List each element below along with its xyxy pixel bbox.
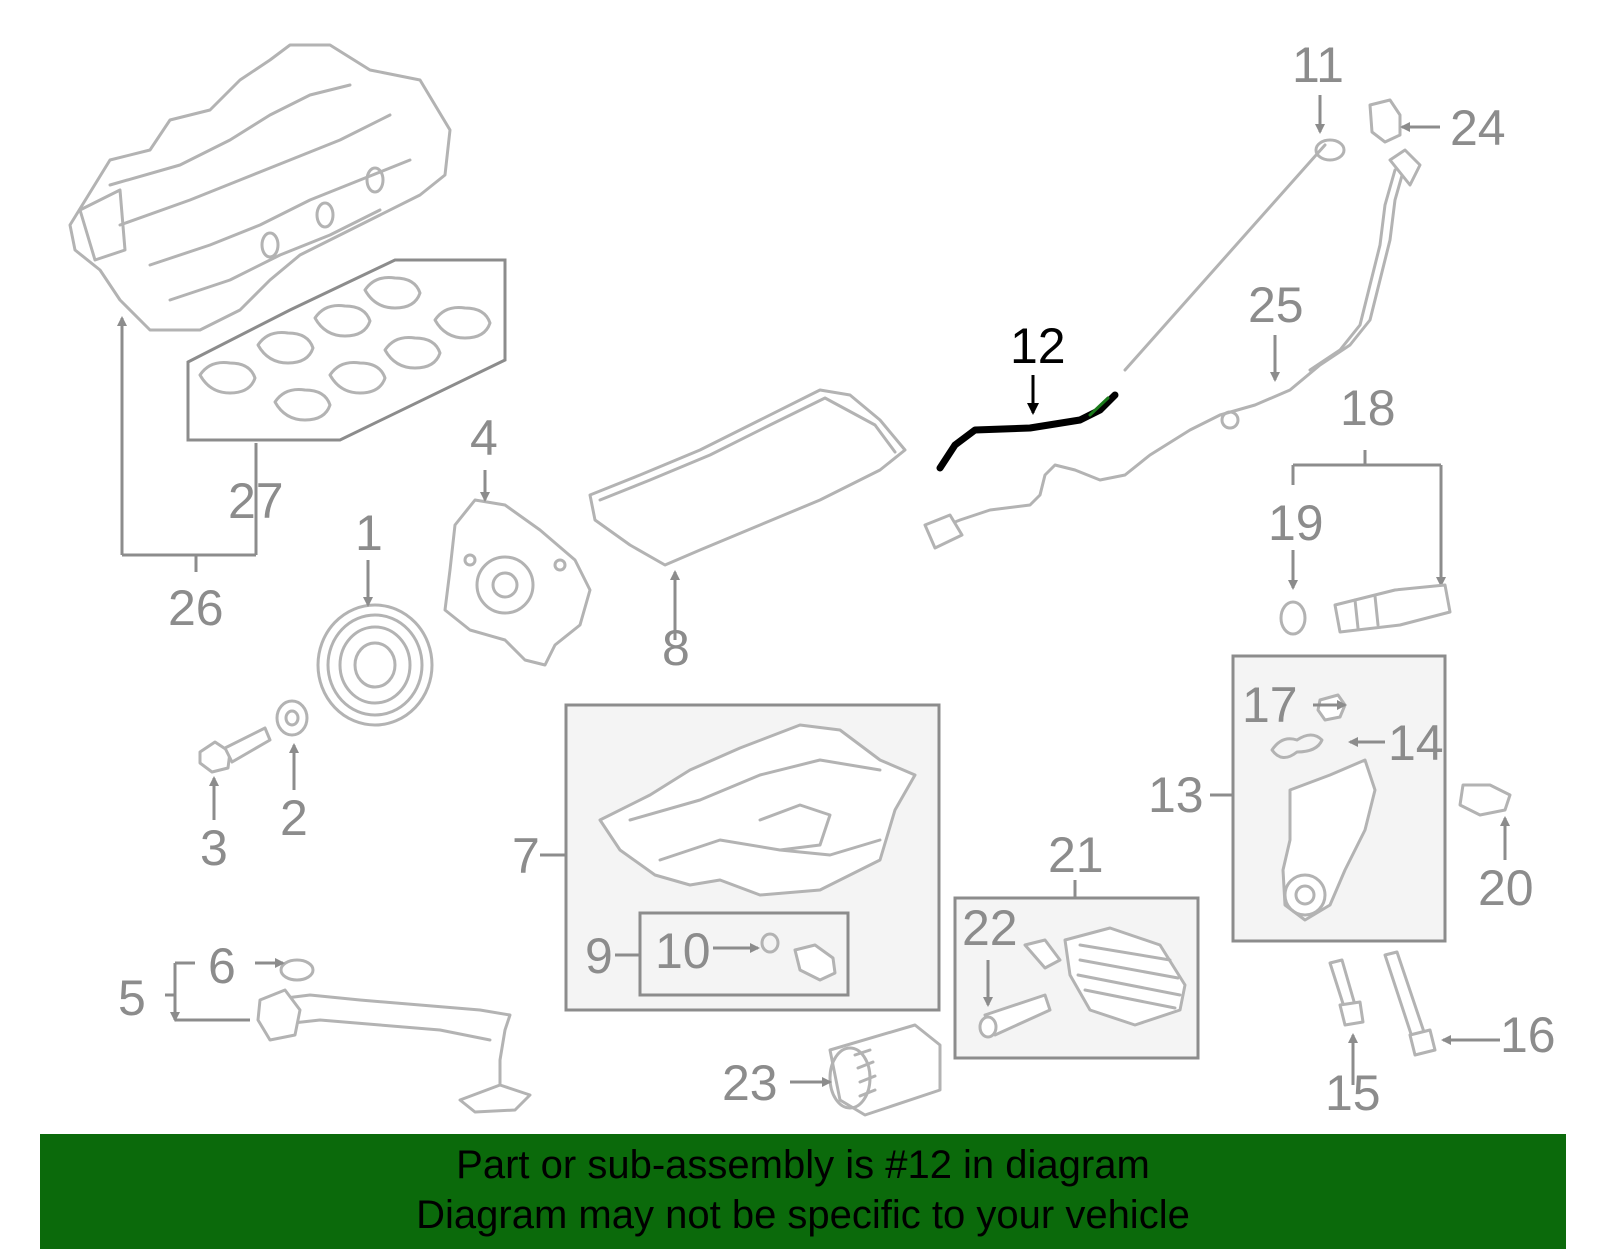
callout-27: 27 (228, 473, 284, 529)
cover-gasket-part (1270, 733, 1324, 759)
bolt-15-part (1328, 958, 1365, 1027)
callout-7: 7 (512, 828, 540, 884)
pickup-o-ring-part (279, 958, 315, 982)
washer-part (275, 699, 309, 737)
callout-4: 4 (470, 410, 498, 466)
dipstick-part (1123, 138, 1346, 372)
cam-sensor-part (1333, 583, 1452, 634)
intake-manifold-part (68, 43, 452, 332)
info-banner: Part or sub-assembly is #12 in diagram D… (40, 1134, 1566, 1249)
callout-26: 26 (168, 580, 224, 636)
drain-plug-part (793, 943, 837, 982)
callout-15: 15 (1325, 1065, 1381, 1121)
timing-cover-part (1281, 758, 1377, 922)
callout-24: 24 (1450, 100, 1506, 156)
bolt-part (198, 726, 272, 774)
callout-16: 16 (1500, 1007, 1556, 1063)
callout-11: 11 (1292, 37, 1344, 93)
o-ring-part (1279, 600, 1307, 636)
callout-9: 9 (585, 928, 613, 984)
callout-14: 14 (1388, 715, 1444, 771)
callout-5: 5 (118, 970, 146, 1026)
callout-17: 17 (1242, 677, 1298, 733)
crank-pulley-part (316, 603, 434, 727)
callout-3: 3 (200, 820, 228, 876)
callout-12: 12 (1010, 318, 1066, 374)
oil-pump-part (443, 498, 592, 667)
callout-21: 21 (1048, 827, 1104, 883)
oil-filter-part (828, 1023, 942, 1117)
callout-10: 10 (655, 923, 711, 979)
callout-22: 22 (962, 900, 1018, 956)
callout-2: 2 (280, 790, 308, 846)
oxygen-sensor-harness-part (923, 148, 1422, 550)
oil-pickup-tube-part (256, 988, 532, 1114)
valve-cover-gasket-part (588, 388, 907, 567)
callout-1: 1 (355, 505, 383, 561)
oil-cooler-part (1023, 926, 1187, 1027)
connector-part (1368, 98, 1402, 144)
callout-8: 8 (662, 620, 690, 676)
callout-13: 13 (1148, 767, 1204, 823)
callout-20: 20 (1478, 860, 1534, 916)
callout-25: 25 (1248, 277, 1304, 333)
oil-pan-part (598, 723, 917, 897)
banner-line-1: Part or sub-assembly is #12 in diagram (456, 1143, 1150, 1187)
intake-gasket-part (186, 258, 507, 442)
callout-23: 23 (722, 1055, 778, 1111)
dipstick-tube-part-highlighted (936, 391, 1119, 472)
pressure-switch-part (1458, 783, 1512, 817)
drain-plug-washer-part (760, 932, 780, 954)
bolt-16-part (1383, 950, 1437, 1057)
seal-part (1316, 693, 1347, 722)
cooler-bolt-part (978, 993, 1052, 1039)
callout-18: 18 (1340, 380, 1396, 436)
callout-19: 19 (1268, 495, 1324, 551)
callout-6: 6 (208, 938, 236, 994)
banner-line-2: Diagram may not be specific to your vehi… (416, 1193, 1190, 1237)
